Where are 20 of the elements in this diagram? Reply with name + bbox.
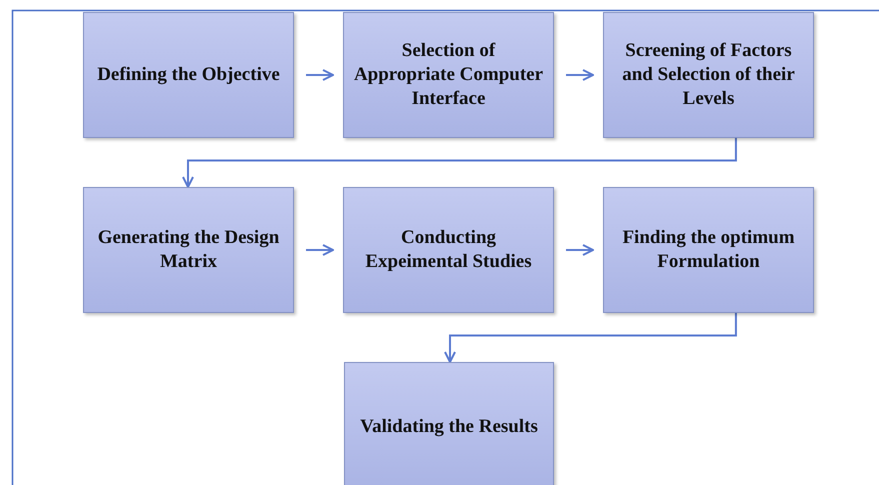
step-label: Defining the Objective: [96, 63, 281, 87]
process-box: [603, 187, 814, 313]
arrow: [444, 313, 737, 363]
arrow: [182, 138, 737, 188]
process-box: [344, 362, 554, 485]
step-label: Validating the Results: [359, 415, 539, 439]
process-box: [603, 12, 814, 138]
step-label: Conducting Expeimental Studies: [364, 226, 533, 274]
step-label: Screening of Factors and Selection of their Levels: [621, 39, 796, 111]
arrow: [306, 69, 334, 81]
process-box: [83, 187, 294, 313]
arrow: [306, 244, 334, 256]
process-box: [343, 187, 554, 313]
step-label: Selection of Appropriate Computer Interface: [352, 39, 544, 111]
process-box: [83, 12, 294, 138]
step-label: Generating the Design Matrix: [96, 226, 280, 274]
arrow: [566, 69, 594, 81]
step-label: Finding the optimum Formulation: [621, 226, 796, 274]
arrow: [566, 244, 594, 256]
process-box: [343, 12, 554, 138]
